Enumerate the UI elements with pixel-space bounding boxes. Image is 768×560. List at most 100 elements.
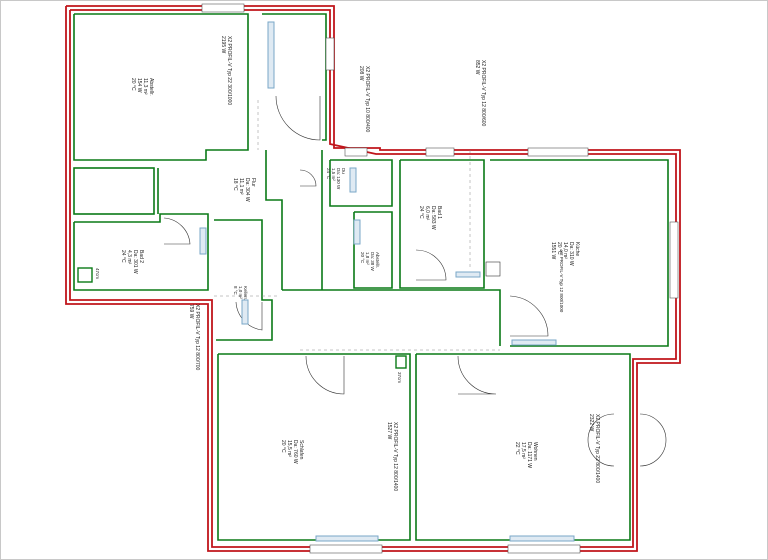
inner-wall [415, 353, 631, 541]
outer-walls [65, 5, 681, 552]
door-swing [587, 413, 615, 467]
window [201, 3, 245, 13]
inner-walls [73, 13, 669, 541]
room-area: 14,0 m² [562, 242, 568, 259]
room-temp: 20 °C [130, 78, 136, 91]
room-power: Da: 301 W [132, 250, 138, 274]
room-area: 1,5 m² [331, 168, 336, 181]
svg-text:208 W: 208 W [358, 66, 364, 81]
room-label-kellerraum: Kellerr. 1,0 m² 8 °C [233, 286, 248, 300]
doors [163, 95, 667, 467]
room-power: Da: 1171 W [526, 442, 532, 468]
room-name: Abstellr. [375, 252, 380, 268]
svg-text:X2 PROFIL-V Typ 22 800/1400: X2 PROFIL-V Typ 22 800/1400 [594, 414, 600, 483]
room-area: 6,0 m² [424, 206, 430, 221]
radiator [349, 167, 357, 193]
inner-wall [73, 13, 249, 161]
door-swing [509, 295, 549, 337]
radiator-label: X2 PROFIL-V Typ 22 300/1000 2195 W [220, 36, 232, 105]
inner-wall [353, 211, 393, 289]
window [507, 544, 581, 554]
room-name: Bad 2 [138, 250, 144, 263]
window [309, 544, 383, 554]
dashed-lines [214, 100, 500, 351]
bath-fixture [485, 261, 501, 277]
window [344, 147, 368, 157]
room-labels: Abstellr. 11,3 m² 154 W 20 °C Bad 2 Da: … [120, 78, 580, 468]
svg-text:X2 PROFIL-V Typ 12 800/700: X2 PROFIL-V Typ 12 800/700 [194, 304, 200, 371]
room-power: Da: 130 W [336, 168, 341, 190]
room-name: Schlafen [298, 440, 304, 460]
svg-text:X2 PROFIL-V Typ 22 300/1000: X2 PROFIL-V Typ 22 300/1000 [226, 36, 232, 105]
inner-wall [265, 150, 283, 290]
room-temp: 8 °C [233, 286, 238, 296]
radiator [353, 219, 361, 245]
room-area: 11,1 m² [238, 178, 244, 195]
room-area: 4,3 m² [126, 250, 132, 265]
room-area: 1,8 m² [365, 252, 370, 265]
small-tag: 47cm [95, 268, 100, 279]
radiator-label: X2 PROFIL-V Typ 12 800/700 759 W [188, 304, 200, 371]
door-swing [275, 95, 321, 141]
inner-wall [73, 213, 209, 291]
radiators [199, 21, 575, 542]
svg-text:1527 W: 1527 W [386, 422, 392, 440]
radiator [509, 535, 575, 542]
room-temp: 24 °C [326, 168, 331, 180]
radiator [511, 339, 557, 346]
room-label-kueche: Küche Da: 310 W 14,0 m² 20 °C 1551 W [550, 242, 580, 266]
svg-text:2195 W: 2195 W [220, 36, 226, 54]
room-extra: 1551 W [550, 242, 556, 260]
room-area: 1,0 m² [238, 286, 243, 299]
svg-text:X2 PROFIL-V Typ 10 800/400: X2 PROFIL-V Typ 10 800/400 [364, 66, 370, 133]
room-temp: 22 °C [514, 442, 520, 455]
window [425, 147, 455, 157]
room-power: Da: 310 W [568, 242, 574, 266]
svg-text:852 W: 852 W [474, 60, 480, 75]
room-power: Da: 38 W [370, 252, 375, 272]
radiator-label: X2 PROFIL-V Typ 12 800/1400 1527 W [386, 422, 398, 491]
room-label-flur: Flur Da: 304 W 11,1 m² 18 °C [232, 178, 256, 202]
room-label-wohnen: Wohnen Da: 1171 W 17,5 m² 22 °C [514, 442, 538, 468]
room-name: Kellerr. [243, 286, 248, 300]
room-area: 15,5 m² [286, 440, 292, 457]
svg-text:X2 PROFIL-V Typ 12 800/1000: X2 PROFIL-V Typ 12 800/1000 [559, 250, 564, 313]
svg-text:2322 W: 2322 W [588, 414, 594, 432]
room-temp: 18 °C [232, 178, 238, 191]
room-area: 17,5 m² [520, 442, 526, 459]
svg-text:X2 PROFIL-V Typ 12 800/1400: X2 PROFIL-V Typ 12 800/1400 [392, 422, 398, 491]
inner-wall [329, 159, 393, 207]
small-tag: 37cm [397, 372, 402, 383]
windows [201, 3, 679, 554]
inner-wall [73, 167, 155, 215]
radiator-label: X2 PROFIL-V Typ 10 800/400 208 W [358, 66, 370, 133]
window [325, 37, 335, 71]
room-label-schlafen: Schlafen Da: 760 W 15,5 m² 20 °C [280, 440, 304, 464]
radiator-label: X2 PROFIL-V Typ 12 800/1000 [559, 250, 564, 313]
room-temp: 20 °C [280, 440, 286, 453]
svg-text:759 W: 759 W [188, 304, 194, 319]
window [669, 221, 679, 299]
outer-wall [65, 5, 681, 552]
room-name: Wohnen [532, 442, 538, 461]
room-label-abstellraum: Abstellr. 11,3 m² 154 W 20 °C [130, 78, 154, 96]
radiator [199, 227, 207, 255]
radiator-labels: X2 PROFIL-V Typ 22 300/1000 2195 W X2 PR… [188, 36, 600, 491]
radiator [241, 299, 249, 325]
door-swing [457, 355, 497, 395]
inner-wall [214, 219, 273, 341]
svg-text:X2 PROFIL-V Typ 12 800/600: X2 PROFIL-V Typ 12 800/600 [480, 60, 486, 127]
room-temp: 24 °C [120, 250, 126, 263]
radiator-label: X2 PROFIL-V Typ 12 800/600 852 W [474, 60, 486, 127]
inner-wall [217, 353, 411, 541]
door-swing [415, 249, 447, 281]
door-swing [235, 301, 263, 331]
window [527, 147, 589, 157]
room-power: Da: 583 W [430, 206, 436, 230]
inner-wall [399, 159, 485, 289]
door-swing [163, 217, 191, 245]
room-temp: 24 °C [418, 206, 424, 219]
door-swing [299, 169, 317, 187]
room-label-bad2: Bad 2 Da: 301 W 4,3 m² 24 °C [120, 250, 144, 274]
inner-wall [282, 289, 501, 346]
